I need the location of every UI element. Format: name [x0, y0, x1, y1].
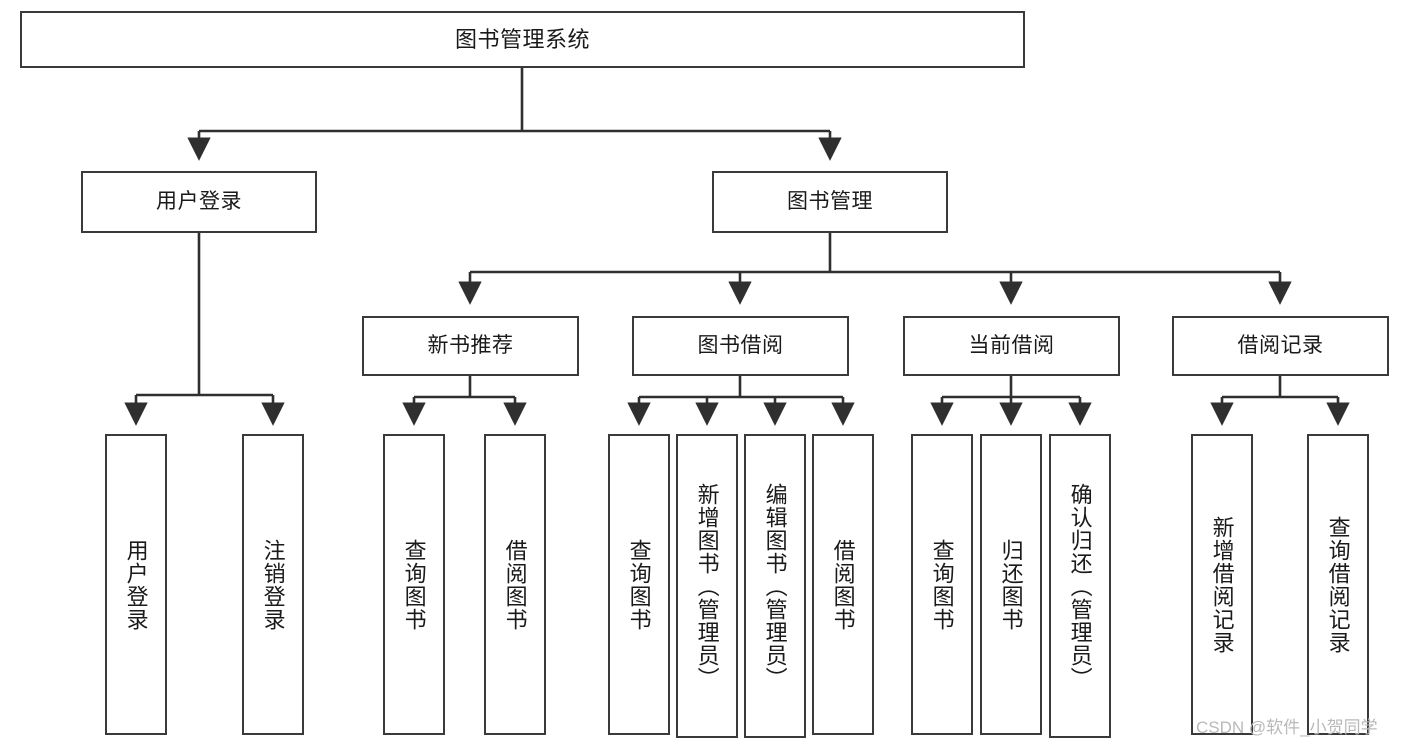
- node-label: 借阅记录: [1237, 333, 1324, 357]
- leaf-user-login[interactable]: 用户登录: [105, 434, 167, 735]
- leaf-confirm-return[interactable]: 确认归还（管理员）: [1049, 434, 1111, 738]
- node-label: 用户登录: [123, 538, 149, 631]
- node-label: 确认归还（管理员）: [1067, 482, 1093, 690]
- node-label: 借阅图书: [830, 538, 856, 631]
- node-label: 查询图书: [929, 538, 955, 631]
- node-root-book-management-system[interactable]: 图书管理系统: [20, 11, 1025, 68]
- leaf-add-record[interactable]: 新增借阅记录: [1191, 434, 1253, 735]
- node-book-borrow[interactable]: 图书借阅: [632, 316, 849, 376]
- node-new-book-recommend[interactable]: 新书推荐: [362, 316, 579, 376]
- node-label: 图书管理: [787, 189, 873, 213]
- leaf-query-record[interactable]: 查询借阅记录: [1307, 434, 1369, 735]
- node-label: 注销登录: [260, 538, 286, 631]
- leaf-return-book[interactable]: 归还图书: [980, 434, 1042, 735]
- node-label: 新增图书（管理员）: [694, 482, 720, 690]
- node-current-borrow[interactable]: 当前借阅: [903, 316, 1120, 376]
- node-label: 查询图书: [401, 538, 427, 631]
- leaf-query-book-1[interactable]: 查询图书: [383, 434, 445, 735]
- node-label: 图书管理系统: [454, 26, 590, 52]
- node-label: 归还图书: [998, 538, 1024, 631]
- node-borrow-record[interactable]: 借阅记录: [1172, 316, 1389, 376]
- node-label: 当前借阅: [968, 333, 1055, 357]
- node-label: 查询借阅记录: [1325, 515, 1351, 654]
- leaf-query-book-3[interactable]: 查询图书: [911, 434, 973, 735]
- node-label: 查询图书: [626, 538, 652, 631]
- node-label: 新增借阅记录: [1209, 515, 1235, 654]
- node-book-management[interactable]: 图书管理: [712, 171, 948, 233]
- csdn-watermark: CSDN @软件_小贺同学: [1196, 718, 1378, 737]
- node-label: 图书借阅: [697, 333, 784, 357]
- leaf-logout-login[interactable]: 注销登录: [242, 434, 304, 735]
- leaf-borrow-book-2[interactable]: 借阅图书: [812, 434, 874, 735]
- leaf-edit-book[interactable]: 编辑图书（管理员）: [744, 434, 806, 738]
- node-label: 借阅图书: [502, 538, 528, 631]
- leaf-borrow-book-1[interactable]: 借阅图书: [484, 434, 546, 735]
- node-label: 新书推荐: [427, 333, 514, 357]
- node-label: 用户登录: [156, 189, 242, 213]
- node-label: 编辑图书（管理员）: [762, 482, 788, 690]
- node-user-login[interactable]: 用户登录: [81, 171, 317, 233]
- leaf-query-book-2[interactable]: 查询图书: [608, 434, 670, 735]
- leaf-add-book[interactable]: 新增图书（管理员）: [676, 434, 738, 738]
